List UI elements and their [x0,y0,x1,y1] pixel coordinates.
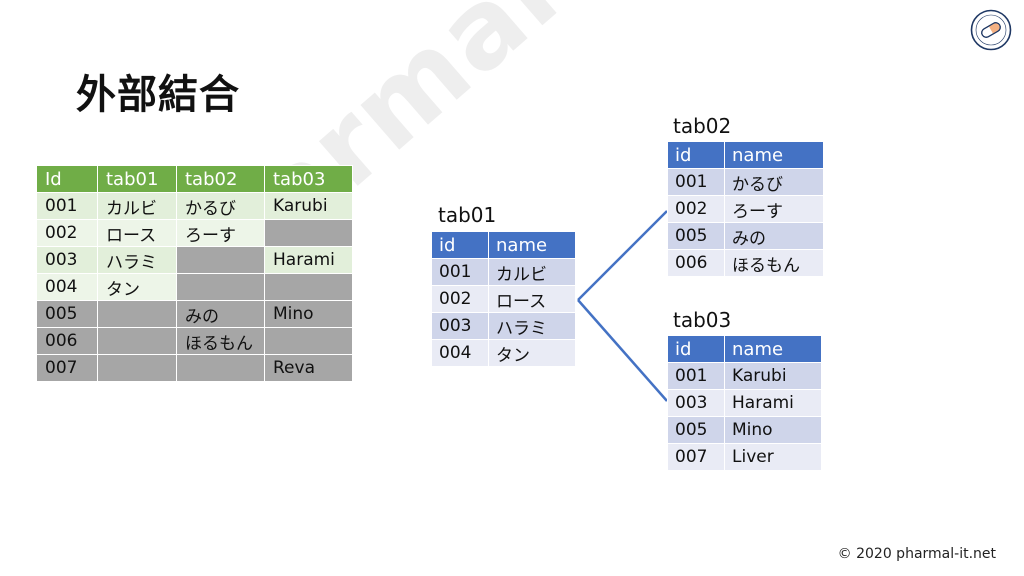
connector-to-tab03 [577,299,668,402]
result-header-cell: tab02 [176,165,265,193]
table-cell: Reva [264,354,353,382]
table-cell: 006 [36,327,98,355]
table-cell: 006 [667,249,725,277]
table-cell: ほるもん [724,249,824,277]
tab03-label: tab03 [673,308,732,332]
table-cell: ハラミ [488,312,576,340]
table-cell: カルビ [488,258,576,286]
header-cell: name [724,335,822,363]
table-row: 006 ほるもん [36,327,353,355]
tab02-label: tab02 [673,114,732,138]
table-cell: タン [97,273,177,301]
table-row: 001 カルビ かるび Karubi [36,192,353,220]
tab02-header-row: id name [667,141,824,169]
table-cell: Harami [724,389,822,417]
table-cell: みの [724,222,824,250]
table-cell: かるび [176,192,265,220]
table-cell: みの [176,300,265,328]
table-cell: Karubi [264,192,353,220]
table-cell: 003 [431,312,489,340]
connector-to-tab02 [577,210,668,301]
null-cell [97,300,177,328]
table-cell: Mino [724,416,822,444]
table-cell: 001 [667,362,725,390]
pill-logo-icon [970,9,1012,51]
table-cell: かるび [724,168,824,196]
table-row: 007 Reva [36,354,353,382]
tab03-header-row: id name [667,335,822,363]
tab01-label: tab01 [438,203,497,227]
table-cell: ほるもん [176,327,265,355]
table-cell: ろーす [724,195,824,223]
table-cell: 007 [36,354,98,382]
table-cell: Liver [724,443,822,471]
header-cell: name [488,231,576,259]
null-cell [264,273,353,301]
table-cell: 001 [667,168,725,196]
table-cell: 003 [667,389,725,417]
result-header-row: Id tab01 tab02 tab03 [36,165,353,193]
table-cell: カルビ [97,192,177,220]
page-title: 外部結合 [76,72,240,118]
copyright-footer: © 2020 pharmal-it.net [837,546,996,562]
table-row: 003 ハラミ Harami [36,246,353,274]
table-cell: 004 [36,273,98,301]
table-cell: 002 [36,219,98,247]
header-cell: id [431,231,489,259]
result-table: Id tab01 tab02 tab03 001 カルビ かるび Karubi … [36,165,353,382]
null-cell [264,219,353,247]
table-row: 005 みの Mino [36,300,353,328]
table-cell: ロース [97,219,177,247]
table-cell: 005 [667,416,725,444]
table-cell: ろーす [176,219,265,247]
table-cell: 001 [36,192,98,220]
null-cell [97,354,177,382]
tab01-header-row: id name [431,231,576,259]
table-cell: 004 [431,339,489,367]
header-cell: id [667,335,725,363]
header-cell: name [724,141,824,169]
table-cell: 002 [431,285,489,313]
table-cell: 007 [667,443,725,471]
table-cell: Harami [264,246,353,274]
table-row: 004 タン [36,273,353,301]
table-cell: 002 [667,195,725,223]
table-cell: Karubi [724,362,822,390]
null-cell [176,273,265,301]
table-cell: タン [488,339,576,367]
result-header-cell: tab01 [97,165,177,193]
table-cell: ロース [488,285,576,313]
table-cell: 001 [431,258,489,286]
table-cell: Mino [264,300,353,328]
result-header-cell: tab03 [264,165,353,193]
header-cell: id [667,141,725,169]
null-cell [176,354,265,382]
table-row: 002 ロース ろーす [36,219,353,247]
table-cell: 005 [667,222,725,250]
